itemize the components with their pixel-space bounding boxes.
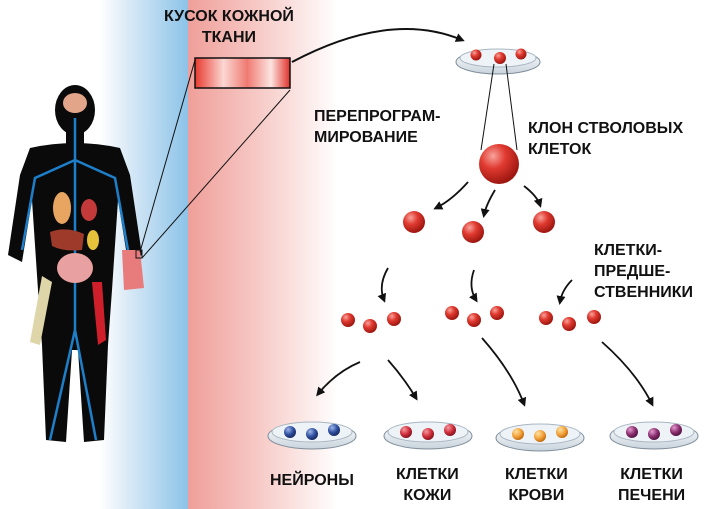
stem-cell-icon: [533, 211, 555, 233]
clone-line-left: [480, 63, 495, 151]
label-line: КЛЕТКИ: [505, 466, 568, 483]
label-line: КОЖИ: [403, 487, 452, 504]
petri-dish-icon: [383, 421, 473, 450]
label-line: КЛЕТКИ-: [594, 242, 663, 259]
arrow-icon: [523, 185, 543, 208]
label-blood-cells: КЛЕТКИ КРОВИ: [505, 464, 568, 506]
arrow-icon: [291, 28, 465, 63]
label-line: КЛОН СТВОЛОВЫХ: [528, 120, 684, 137]
label-line: КУСОК КОЖНОЙ: [164, 8, 294, 25]
label-line: НЕЙРОНЫ: [270, 472, 354, 489]
label-line: КРОВИ: [508, 487, 565, 504]
progenitor-cluster-left: [341, 312, 401, 333]
arrow-icon: [480, 189, 496, 218]
label-skin-sample: КУСОК КОЖНОЙ ТКАНИ: [164, 6, 294, 48]
label-progenitors: КЛЕТКИ- ПРЕДШЕ- СТВЕННИКИ: [594, 240, 693, 303]
human-silhouette-icon: [8, 85, 144, 442]
arrow-icon: [387, 359, 418, 401]
label-line: ПРЕДШЕ-: [594, 263, 671, 280]
stem-cell-icon: [462, 221, 484, 243]
label-line: КЛЕТКИ: [620, 466, 683, 483]
label-reprogramming: ПЕРЕПРОГРАМ- МИРОВАНИЕ: [314, 106, 440, 148]
arrow-icon: [601, 341, 654, 407]
petri-dish-icon: [455, 48, 541, 75]
arrow-icon: [316, 361, 361, 397]
arrow-icon: [469, 269, 478, 303]
arrow-icon: [433, 181, 469, 210]
arrow-icon: [377, 267, 389, 303]
label-skin-cells: КЛЕТКИ КОЖИ: [396, 464, 459, 506]
label-line: ПЕЧЕНИ: [618, 487, 686, 504]
label-line: МИРОВАНИЕ: [314, 129, 418, 146]
label-line: ПЕРЕПРОГРАМ-: [314, 108, 441, 125]
skin-tissue-strip-icon: [194, 57, 291, 89]
arrow-icon: [556, 279, 573, 305]
label-liver-cells: КЛЕТКИ ПЕЧЕНИ: [618, 464, 685, 506]
petri-dish-icon: [609, 421, 699, 450]
zoom-line-bottom: [141, 89, 291, 259]
label-line: КЛЕТКИ: [396, 466, 459, 483]
stem-cell-icon: [403, 211, 425, 233]
label-line: СТВЕННИКИ: [594, 284, 694, 301]
label-line: ТКАНИ: [201, 29, 257, 46]
stem-cell-icon: [479, 144, 519, 184]
clone-line-right: [505, 63, 518, 151]
label-stem-clone: КЛОН СТВОЛОВЫХ КЛЕТОК: [528, 118, 683, 160]
label-neurons: НЕЙРОНЫ: [270, 470, 354, 491]
progenitor-cluster-middle: [445, 306, 504, 327]
label-line: КЛЕТОК: [528, 141, 592, 158]
petri-dish-icon: [267, 421, 357, 450]
progenitor-cluster-right: [539, 310, 601, 331]
blue-background-band: [100, 0, 188, 509]
arrow-icon: [481, 337, 527, 407]
zoom-line-top: [139, 59, 196, 253]
petri-dish-icon: [495, 423, 585, 452]
